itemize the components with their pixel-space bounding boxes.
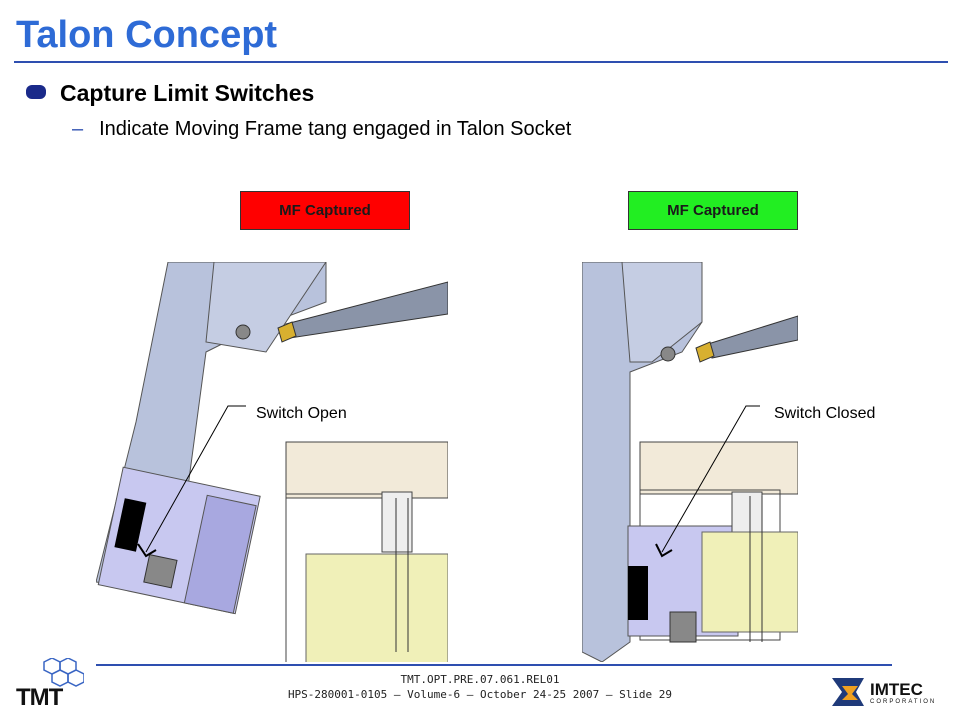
- sub-bullet: –Indicate Moving Frame tang engaged in T…: [72, 118, 571, 141]
- pivot-pin: [235, 324, 251, 340]
- frame-bracket: [621, 262, 703, 363]
- bracket-plate: [305, 553, 448, 662]
- tmt-logo-icon: [43, 658, 84, 687]
- status-box-right: MF Captured: [628, 191, 798, 230]
- rod-tip: [277, 321, 297, 343]
- tmt-logo-text: TMT: [16, 684, 63, 711]
- drawing-switch-open: [96, 262, 448, 662]
- main-bullet: Capture Limit Switches: [26, 80, 314, 107]
- drawing-switch-closed: [582, 262, 798, 662]
- imtec-logo-name: IMTEC: [870, 680, 923, 699]
- status-box-left: MF Captured: [240, 191, 410, 230]
- pivot-pin: [660, 346, 676, 362]
- rod-tip: [695, 341, 715, 363]
- sub-bullet-text: Indicate Moving Frame tang engaged in Ta…: [99, 118, 572, 140]
- main-bullet-text: Capture Limit Switches: [60, 80, 315, 106]
- callout-switch-open: Switch Open: [256, 405, 347, 422]
- callout-switch-closed: Switch Closed: [774, 405, 876, 422]
- imtec-logo-sub: CORPORATION: [870, 699, 937, 705]
- footer-divider: [96, 664, 892, 666]
- socket-housing: [639, 441, 798, 495]
- dash-icon: –: [72, 118, 84, 140]
- leader-line: [661, 405, 760, 553]
- footer-meeting: HPS-280001-0105 – Volume-6 – October 24-…: [287, 688, 673, 701]
- switch-body: [97, 466, 261, 615]
- title-divider: [14, 61, 948, 63]
- bullet-icon: [26, 85, 46, 99]
- actuator-rod: [707, 315, 798, 359]
- leader-line: [145, 405, 246, 553]
- slide-title: Talon Concept: [16, 14, 278, 56]
- footer-doc-id: TMT.OPT.PRE.07.061.REL01: [400, 673, 560, 686]
- imtec-logo-icon: [832, 678, 864, 706]
- socket-housing: [285, 441, 448, 499]
